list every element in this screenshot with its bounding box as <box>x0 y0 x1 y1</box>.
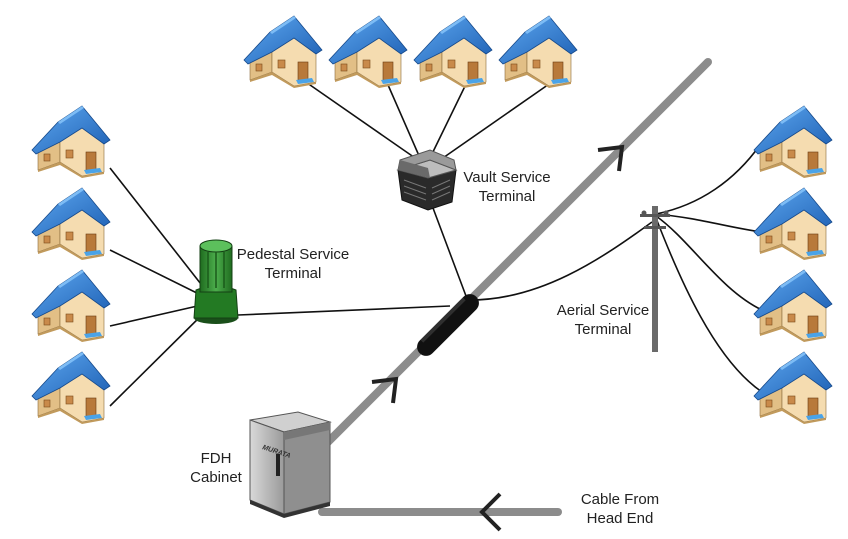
house-icon <box>753 351 833 425</box>
vault-service-terminal-label: Vault Service Terminal <box>463 169 551 205</box>
house-icon <box>498 15 578 89</box>
house-icon <box>243 15 323 89</box>
house-icon <box>31 187 111 261</box>
house-icon <box>753 269 833 343</box>
splice-closure-icon <box>417 294 479 356</box>
house-icon <box>328 15 408 89</box>
house-icon <box>413 15 493 89</box>
arrow-icon <box>371 144 625 532</box>
vault-terminal-icon <box>396 149 458 211</box>
pedestal-service-terminal-label: Pedestal Service Terminal <box>236 246 350 282</box>
pedestal-terminal-icon <box>193 239 239 324</box>
utility-pole-icon <box>640 206 670 352</box>
house-icon <box>31 105 111 179</box>
cable-from-head-end-label: Cable From Head End <box>580 491 660 527</box>
fdh-cabinet-icon: MURATA <box>249 411 332 518</box>
house-icon <box>31 351 111 425</box>
aerial-service-terminal-label: Aerial Service Terminal <box>556 302 650 338</box>
fdh-cabinet-label: FDH Cabinet <box>190 450 242 486</box>
trunk-cable <box>318 58 712 516</box>
house-icon <box>753 105 833 179</box>
house-icon <box>753 187 833 261</box>
house-icon <box>31 269 111 343</box>
